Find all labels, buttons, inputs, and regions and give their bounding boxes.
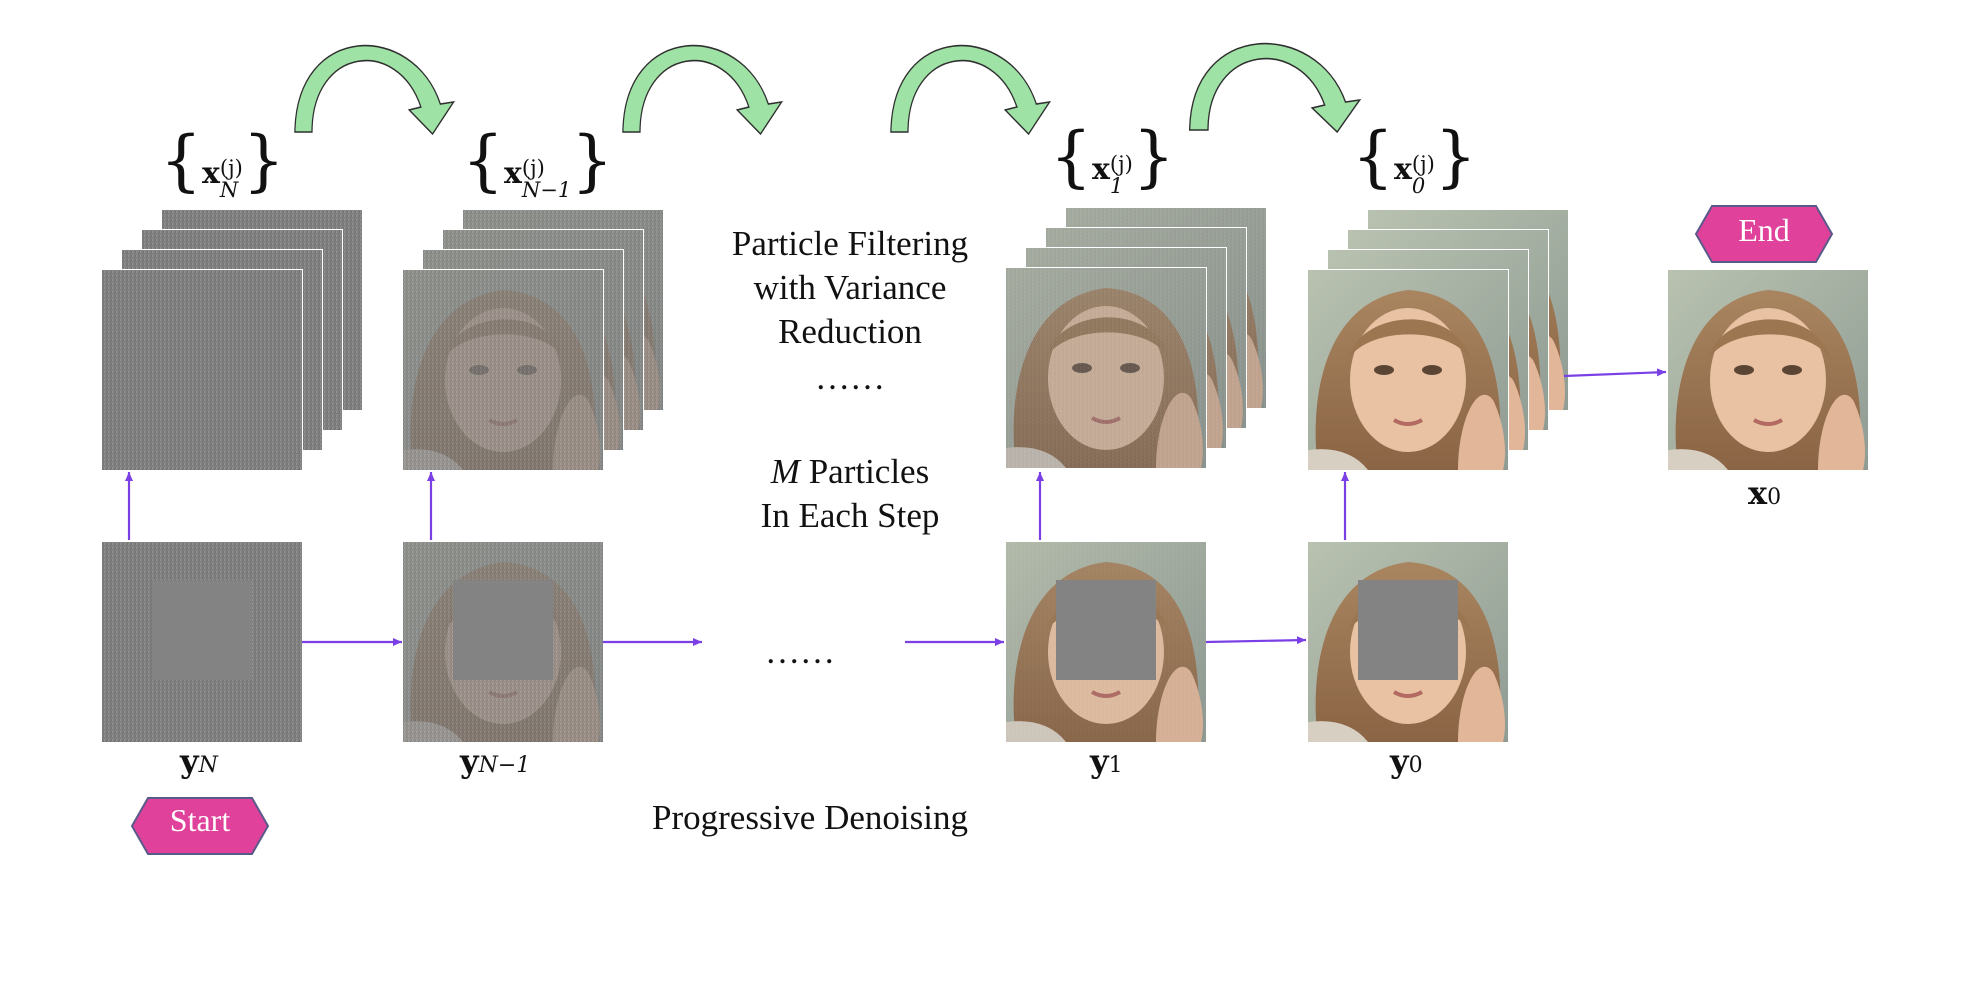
dots-middle: …… bbox=[765, 632, 835, 671]
center-title-line-2: with Variance bbox=[753, 268, 947, 307]
center-title: Particle Filtering with Variance Reducti… bbox=[690, 222, 1010, 354]
set-label-x0-sub: 0 bbox=[1411, 173, 1426, 198]
set-label-x1-sup: (j) bbox=[1109, 151, 1133, 176]
label-yN-sub: N bbox=[198, 753, 218, 778]
label-y0: y0 bbox=[1390, 742, 1423, 780]
set-label-xN1: {x(j)N−1} bbox=[462, 122, 614, 202]
observation-y0 bbox=[1308, 542, 1508, 742]
set-label-xN1-base: x bbox=[504, 156, 522, 191]
label-yN: yN bbox=[180, 742, 218, 780]
observation-yN1 bbox=[403, 542, 603, 742]
label-yN1-base: y bbox=[460, 742, 479, 780]
flow-arrow-x0-output bbox=[1563, 368, 1667, 378]
set-label-x0: {x(j)0} bbox=[1352, 118, 1477, 198]
observation-y0-mask bbox=[1358, 580, 1458, 680]
set-label-x0-base: x bbox=[1394, 152, 1412, 187]
end-label: End bbox=[1738, 212, 1790, 248]
observation-yN bbox=[102, 542, 302, 742]
set-label-xN: {x(j)N} bbox=[160, 122, 285, 202]
set-label-xN1-sup: (j) bbox=[521, 155, 545, 180]
label-yN1: yN−1 bbox=[460, 742, 530, 780]
set-label-xN-sub: N bbox=[219, 177, 239, 202]
particle-stack-x0 bbox=[1307, 209, 1569, 471]
start-label: Start bbox=[169, 802, 231, 838]
bottom-caption: Progressive Denoising bbox=[652, 798, 968, 837]
label-x0-base: x bbox=[1748, 474, 1768, 512]
center-title-line-3: Reduction bbox=[778, 312, 922, 351]
label-yN1-sub: N−1 bbox=[478, 753, 531, 778]
label-x0-sub: 0 bbox=[1767, 485, 1782, 510]
observation-y1 bbox=[1006, 542, 1206, 742]
set-label-x0-sup: (j) bbox=[1411, 151, 1435, 176]
observation-yN-mask bbox=[152, 580, 252, 680]
observation-y1-mask bbox=[1056, 580, 1156, 680]
dots-top: …… bbox=[815, 358, 885, 397]
curved-arrow-4 bbox=[1188, 42, 1362, 134]
particles-line-2: In Each Step bbox=[760, 496, 940, 535]
output-x0 bbox=[1668, 270, 1868, 470]
end-hexagon bbox=[1694, 205, 1834, 263]
particle-stack-xN bbox=[101, 209, 363, 471]
label-y0-sub: 0 bbox=[1408, 753, 1423, 778]
curved-arrow-1 bbox=[294, 44, 456, 136]
particles-label: M Particles In Each Step bbox=[690, 450, 1010, 538]
label-y0-base: y bbox=[1390, 742, 1409, 780]
set-label-xN-base: x bbox=[202, 156, 220, 191]
set-label-x1: {x(j)1} bbox=[1050, 118, 1175, 198]
label-yN-base: y bbox=[180, 742, 199, 780]
label-y1-sub: 1 bbox=[1108, 753, 1123, 778]
curved-arrow-2 bbox=[622, 44, 784, 136]
observation-yN1-mask bbox=[453, 580, 553, 680]
label-y1-base: y bbox=[1090, 742, 1109, 780]
particle-stack-xN1 bbox=[402, 209, 664, 471]
center-title-line-1: Particle Filtering bbox=[731, 224, 969, 263]
particles-var: M bbox=[770, 452, 800, 491]
label-y1: y1 bbox=[1090, 742, 1123, 780]
set-label-x1-sub: 1 bbox=[1109, 173, 1124, 198]
particles-rest: Particles bbox=[799, 452, 930, 491]
set-label-x1-base: x bbox=[1092, 152, 1110, 187]
start-hexagon bbox=[130, 797, 270, 855]
set-label-xN1-sub: N−1 bbox=[521, 177, 572, 202]
particle-stack-x1 bbox=[1005, 207, 1267, 469]
particles-line-1: M Particles bbox=[690, 450, 1010, 494]
label-x0: x0 bbox=[1748, 474, 1781, 512]
curved-arrow-3 bbox=[890, 44, 1052, 136]
flow-arrow-y1-y0 bbox=[1205, 636, 1307, 645]
set-label-xN-sup: (j) bbox=[219, 155, 243, 180]
